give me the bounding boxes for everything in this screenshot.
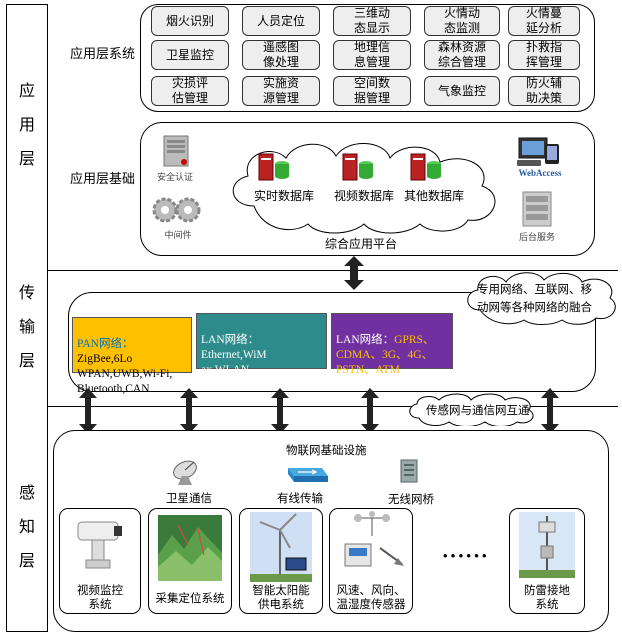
collect-locate-label: 采集定位系统 [155, 593, 225, 605]
wired-transmission-label: 有线传输 [277, 493, 323, 505]
arrow-link-1 [79, 388, 97, 434]
other-database-label: 其他数据库 [404, 189, 465, 203]
video-database-label: 视频数据库 [334, 189, 395, 203]
arrow-app-transport [344, 256, 364, 290]
network-switch-icon [288, 468, 328, 482]
sensor-comm-cloud [409, 393, 534, 426]
backend-service-label: 后台服务 [518, 232, 555, 242]
perception-title: 物联网基础设施 [286, 445, 367, 457]
lan-network-body: Ethernet,WiM ax,WLAN [201, 349, 267, 376]
wireless-bridge-label: 无线网桥 [388, 494, 434, 506]
wireless-bridge-icon [400, 459, 418, 483]
video-database-icon [342, 153, 373, 181]
security-auth-label: 安全认证 [156, 172, 193, 182]
sensor-box-icon [344, 543, 372, 567]
terrain-map-image [158, 515, 222, 581]
middleware-label: 中间件 [164, 230, 192, 240]
ptz-camera-icon [77, 521, 122, 569]
app-function-cell: 人员定位 [242, 6, 320, 36]
wan-network-box: LAN网络：GPRS、 CDMA、3G、4G、 PSTN、ATM [331, 313, 453, 376]
app-function-cell: 卫星监控 [151, 40, 229, 70]
app-function-cell: 地理信 息管理 [333, 40, 411, 70]
application-system-title: 应用层系统 [70, 46, 136, 61]
perception-layer-text: 感知层 [18, 485, 35, 570]
app-function-cell: 三维动 态显示 [333, 6, 411, 36]
wan-network-body: GPRS、 CDMA、3G、4G、 PSTN、ATM [336, 334, 435, 376]
app-function-cell: 空间数 据管理 [333, 76, 411, 106]
arrow-link-3 [271, 388, 289, 434]
weather-sensor-label: 风速、风向、 温湿度传感器 [336, 585, 406, 611]
divider-transport-perception [48, 406, 618, 407]
anemometer-icon [354, 511, 390, 536]
divider-app-transport [48, 270, 618, 271]
pan-network-box: PAN网络： ZigBee,6Lo WPAN,UWB,Wi-Fi, Bluetoo… [72, 317, 192, 395]
app-function-cell: 扑救指 挥管理 [508, 40, 580, 70]
web-access-label: WebAccess [518, 168, 562, 178]
app-function-cell: 遥感图 像处理 [242, 40, 320, 70]
app-function-cell: 森林资源 综合管理 [424, 40, 500, 70]
lightning-ground-label: 防雷接地 系统 [524, 585, 570, 611]
security-auth-icon [163, 135, 189, 167]
pan-network-prefix: PAN网络： [77, 338, 134, 350]
arrow-link-5 [541, 388, 559, 434]
transport-layer-text: 传输层 [18, 285, 35, 370]
realtime-database-label: 实时数据库 [254, 189, 315, 203]
lan-network-box: LAN网络： Ethernet,WiM ax,WLAN [196, 313, 327, 376]
satellite-comm-label: 卫星通信 [166, 493, 212, 505]
application-base-title: 应用层基础 [70, 171, 136, 186]
lan-network-prefix: LAN网络： [201, 334, 260, 346]
database-cloud [232, 143, 496, 234]
app-function-cell: 实施资 源管理 [242, 76, 320, 106]
network-fusion-cloud [467, 272, 616, 325]
more-devices-ellipsis: • • • • • • [443, 548, 487, 563]
app-function-cell: 防火辅 助决策 [508, 76, 580, 106]
arrow-link-4 [361, 388, 379, 434]
other-database-icon [410, 153, 441, 181]
perception-layer-label: 感知层 [6, 482, 48, 584]
lightning-rod-tower-icon [519, 512, 575, 578]
wind-solar-generator-icon [250, 512, 312, 582]
satellite-dish-icon [173, 460, 197, 485]
middleware-gear-icon [152, 197, 201, 223]
app-function-cell: 火情蔓 延分析 [508, 6, 580, 36]
app-function-cell: 火情动 态监测 [424, 6, 500, 36]
wan-network-prefix: LAN网络： [336, 334, 395, 346]
wind-vane-icon [379, 547, 404, 566]
arrow-link-2 [180, 388, 198, 434]
layer-label-column [6, 4, 48, 632]
application-layer-label: 应用层 [6, 80, 48, 182]
web-access-devices-icon [517, 137, 559, 166]
sensor-comm-note: 传感网与通信网互通 [426, 405, 530, 417]
backend-server-icon [522, 191, 552, 227]
application-layer-text: 应用层 [18, 83, 35, 168]
app-function-cell: 烟火识别 [151, 6, 229, 36]
platform-label: 综合应用平台 [325, 237, 398, 251]
app-function-cell: 灾损评 估管理 [151, 76, 229, 106]
network-fusion-note: 专用网络、互联网、移 动网等各种网络的融合 [477, 284, 592, 314]
pan-network-body: ZigBee,6Lo WPAN,UWB,Wi-Fi, Bluetooth,CAN [77, 353, 173, 395]
solar-power-label: 智能太阳能 供电系统 [252, 585, 310, 611]
realtime-database-icon [258, 153, 289, 181]
app-function-cell: 气象监控 [424, 76, 500, 106]
transport-layer-label: 传输层 [6, 282, 48, 384]
video-monitor-label: 视频监控 系统 [77, 585, 123, 611]
